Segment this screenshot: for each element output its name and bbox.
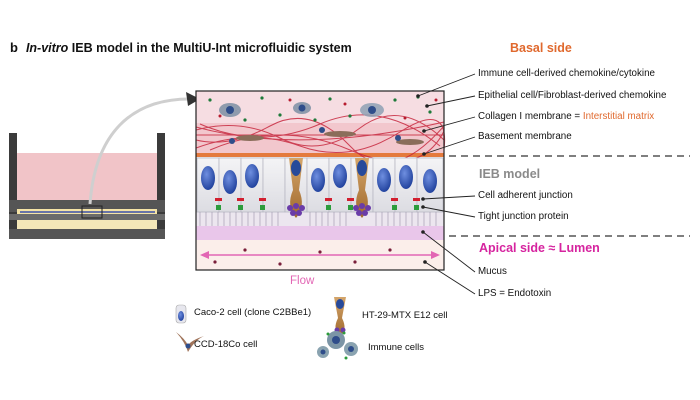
- legend-ccd18co-label: CCD-18Co cell: [194, 339, 258, 350]
- microvilli: [199, 212, 437, 226]
- panel-letter: b: [10, 40, 18, 55]
- title-italic: In-vitro: [25, 41, 69, 55]
- legend-ht29-label: HT-29-MTX E12 cell: [362, 310, 448, 321]
- collagen-prefix: Collagen I membrane =: [478, 111, 583, 122]
- adherent-junction-label: Cell adherent junction: [478, 190, 573, 201]
- goblet-cells: [287, 158, 371, 218]
- zoom-arrow-head: [186, 92, 200, 106]
- ieb-model-label: IEB model: [479, 167, 541, 181]
- flow-label: Flow: [290, 275, 315, 287]
- chemokine-dots-red: [218, 98, 438, 120]
- interstitial-matrix-label: Interstitial matrix: [582, 111, 655, 122]
- tight-junction-label: Tight junction protein: [478, 211, 569, 222]
- caco2-icon: [175, 304, 187, 324]
- leader-dots: [416, 94, 429, 264]
- zoom-arrow: [88, 97, 193, 205]
- flow-arrow-right-head: [431, 251, 440, 259]
- title-rest: IEB model in the MultiU-Int microfluidic…: [71, 41, 352, 55]
- microfluidic-device-schematic: [9, 133, 165, 239]
- mucus-label: Mucus: [478, 266, 507, 277]
- zoom-box-border: [195, 90, 445, 271]
- tight-junctions: [216, 205, 419, 210]
- immune-cells-icon: [317, 331, 358, 360]
- ht29-icon: [334, 297, 346, 336]
- basement-membrane-label: Basement membrane: [478, 131, 572, 142]
- legend-immune-label: Immune cells: [368, 342, 424, 353]
- figure-title: b In-vitro IEB model in the MultiU-Int mi…: [10, 40, 352, 55]
- lps-label: LPS = Endotoxin: [478, 288, 552, 299]
- immune-chemokine-label: Immune cell-derived chemokine/cytokine: [478, 68, 655, 79]
- basal-side-label: Basal side: [510, 41, 572, 55]
- basal-cells: [219, 102, 424, 145]
- adherent-junctions: [215, 198, 420, 201]
- collagen-label: Collagen I membrane = Interstitial matri…: [478, 111, 654, 122]
- epithelial-chemokine-label: Epithelial cell/Fibroblast-derived chemo…: [478, 90, 667, 101]
- epithelial-nuclei: [201, 164, 437, 194]
- ccd18co-icon: [176, 332, 204, 352]
- legend-caco2-label: Caco-2 cell (clone C2BBe1): [194, 307, 312, 318]
- apical-side-label: Apical side ≈ Lumen: [479, 241, 600, 255]
- flow-arrow-left-head: [200, 251, 209, 259]
- leader-lines: [417, 73, 476, 295]
